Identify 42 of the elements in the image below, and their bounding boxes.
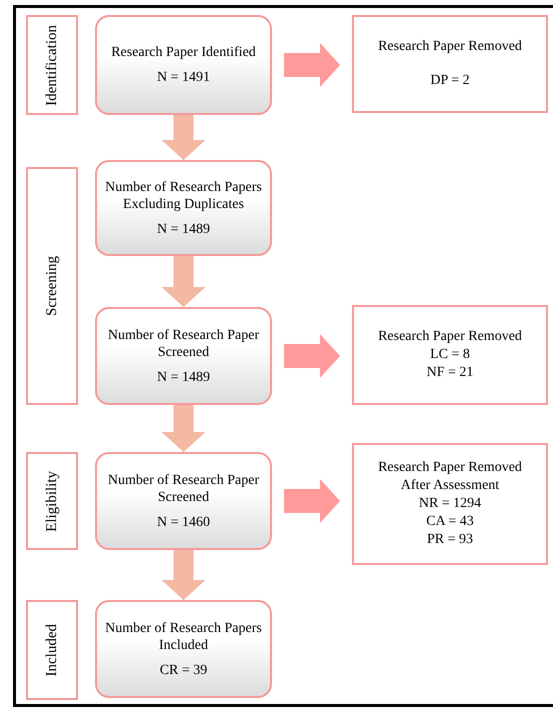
count-text: NR = 1294 [418,495,482,513]
exclusion-box [352,305,548,405]
box-text: Number of Research Papers Excluding Duplicates [105,178,262,212]
block-arrow [162,115,206,160]
block-arrow [284,43,340,87]
box-text: Research Paper Identified [111,44,256,61]
count-text: N = 1489 [156,368,210,386]
stage-label: Included [44,624,60,676]
count-text: N = 1460 [156,514,210,530]
count-text: DP = 2 [430,72,470,90]
process-box [95,160,272,256]
count-text: CA = 43 [426,513,474,531]
stage-label: Screening [44,256,60,316]
exclusion-box [352,443,548,565]
block-arrow [162,405,206,452]
box-text: Number of Research Paper Screened [106,326,260,360]
count-text: N = 1491 [156,69,210,86]
box-text: Number of Research Paper Screened [106,472,260,506]
exclusion-box [352,15,548,113]
process-box [95,600,272,698]
block-arrow [162,550,206,600]
stage-box [26,600,78,700]
count-text: LC = 8 [430,346,470,364]
box-text: Research Paper Removed After Assessment [377,459,523,495]
count-text: CR = 39 [160,662,208,678]
box-text: Number of Research Papers Included [105,620,262,654]
count-text: N = 1489 [156,220,210,238]
stage-label: Eligibility [44,470,60,532]
count-text: PR = 93 [426,531,474,549]
stage-box [26,452,78,550]
box-text: Research Paper Removed [378,328,522,346]
block-arrow [284,479,340,523]
stage-box [26,167,78,405]
count-text: NF = 21 [426,364,474,382]
box-text: Research Paper Removed [378,38,522,56]
process-box [95,452,272,550]
stage-box [26,15,78,115]
stage-label: Identification [44,24,60,106]
block-arrow [284,334,340,378]
process-box [95,15,272,115]
block-arrow [162,256,206,307]
process-box [95,307,272,405]
